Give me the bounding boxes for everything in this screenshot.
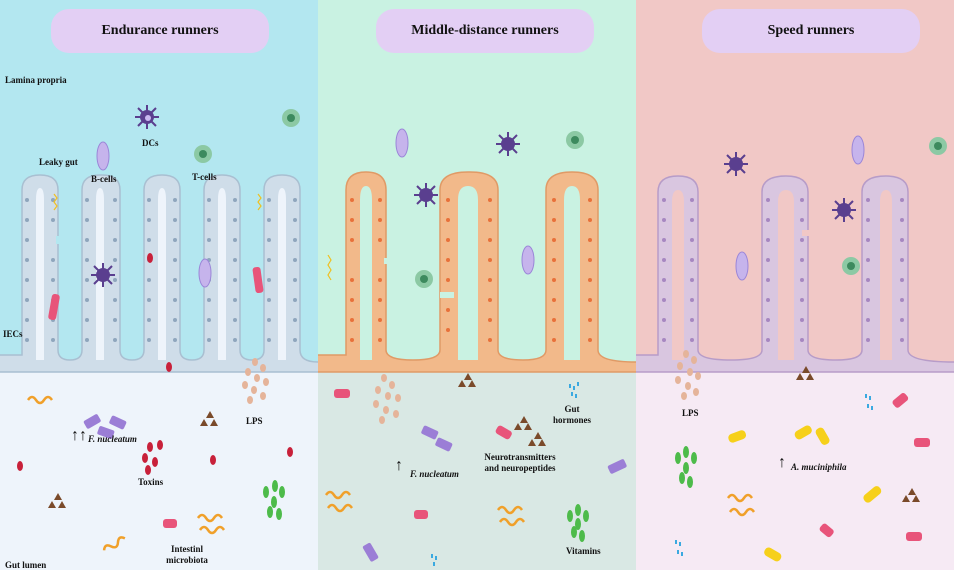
bacterium — [414, 510, 428, 519]
increase-arrows: ↑↑ — [71, 427, 87, 444]
bacterium — [252, 266, 264, 294]
bacterium — [914, 438, 930, 447]
b-cell — [198, 258, 212, 288]
label-gut-hormones: Gut hormones — [553, 404, 591, 425]
spiral-bacteria — [726, 493, 756, 517]
label-neurotransmitters: Neurotransmitters and neuropeptides — [484, 452, 556, 473]
panel-endurance: Endurance runners Lamina propria DCs B-c… — [0, 0, 318, 570]
b-cell — [395, 128, 409, 158]
bacterium — [819, 523, 834, 538]
label-f-nucleatum: F. nucleatum — [88, 434, 137, 445]
panel-title: Endurance runners — [51, 9, 269, 53]
label-lps: LPS — [246, 416, 263, 426]
label-lps: LPS — [682, 408, 699, 418]
leaky-zigzag — [327, 254, 332, 281]
dendritic-cell — [496, 132, 520, 156]
lps-cluster — [242, 358, 269, 404]
bacterium — [906, 532, 922, 541]
panel-speed: Speed runners LPS ↑ A. muciniphila — [636, 0, 954, 570]
bacterium — [163, 519, 177, 528]
label-gut-lumen: Gut lumen — [5, 560, 47, 570]
t-cell — [842, 257, 860, 275]
bacterium — [495, 425, 512, 440]
green-rod-bacteria — [263, 480, 285, 520]
f-nucleatum-text: F. nucleatum — [88, 434, 137, 444]
f-nucleatum-text: F. nucleatum — [410, 469, 459, 479]
label-f-nucleatum: F. nucleatum — [410, 469, 459, 480]
label-a-muciniphila: A. muciniphila — [791, 462, 847, 473]
panel-endurance-illustration — [0, 0, 318, 570]
label-b-cells: B-cells — [91, 174, 117, 184]
small-molecules — [796, 366, 920, 502]
dendritic-cell — [832, 198, 856, 222]
panel-middle-distance-illustration — [318, 0, 636, 570]
b-cell — [96, 141, 110, 171]
dendritic-cell — [91, 263, 115, 287]
t-cell — [282, 109, 300, 127]
f-nucleatum-bacteria — [362, 425, 627, 562]
increase-arrow: ↑ — [395, 457, 403, 474]
t-cell — [415, 270, 433, 288]
green-rod-bacteria — [675, 446, 697, 488]
t-cell — [929, 137, 947, 155]
b-cell — [521, 245, 535, 275]
f-nucleatum-bacteria — [83, 414, 127, 439]
dendritic-cell — [414, 183, 438, 207]
b-cell — [851, 135, 865, 165]
panel-speed-illustration — [636, 0, 954, 570]
lps-cluster — [373, 374, 401, 424]
bacterium — [48, 293, 60, 321]
a-muciniphila-text: A. muciniphila — [791, 462, 847, 472]
b-cell — [735, 251, 749, 281]
t-cell — [566, 131, 584, 149]
label-t-cells: T-cells — [192, 172, 217, 182]
dendritic-cell — [135, 105, 159, 129]
lps-cluster — [675, 350, 701, 400]
label-lamina-propria: Lamina propria — [5, 75, 67, 85]
small-molecules — [458, 373, 546, 446]
a-muciniphila-bacteria — [728, 425, 882, 562]
leaky-zigzag — [53, 193, 58, 211]
label-iecs: IECs — [3, 329, 23, 339]
intestinal-villi — [0, 174, 318, 373]
small-molecules — [48, 411, 218, 508]
dendritic-cell — [724, 152, 748, 176]
label-dcs: DCs — [142, 138, 159, 148]
leaky-zigzag — [257, 193, 262, 211]
panel-title: Middle-distance runners — [376, 9, 594, 53]
intestinal-villi — [636, 175, 954, 373]
bacterium — [892, 393, 909, 408]
intestinal-villi — [318, 171, 636, 373]
bacterium — [334, 389, 350, 398]
gut-hormones-drops — [431, 382, 579, 566]
panel-title: Speed runners — [702, 9, 920, 53]
panel-middle-distance: Middle-distance runners ↑ F. nucleatum G… — [318, 0, 636, 570]
spiral-bacteria — [324, 490, 526, 527]
gut-hormones-drops — [675, 394, 873, 556]
label-vitamins: Vitamins — [566, 546, 601, 556]
toxins-cluster — [17, 253, 293, 475]
label-toxins: Toxins — [138, 477, 164, 487]
increase-arrow: ↑ — [778, 454, 786, 471]
label-leaky-gut: Leaky gut — [39, 157, 78, 167]
label-intestinal-microbiota: Intestinl microbiota — [166, 544, 208, 565]
green-rod-bacteria — [567, 504, 589, 542]
t-cell — [194, 145, 212, 163]
spiral-bacteria — [26, 395, 226, 551]
